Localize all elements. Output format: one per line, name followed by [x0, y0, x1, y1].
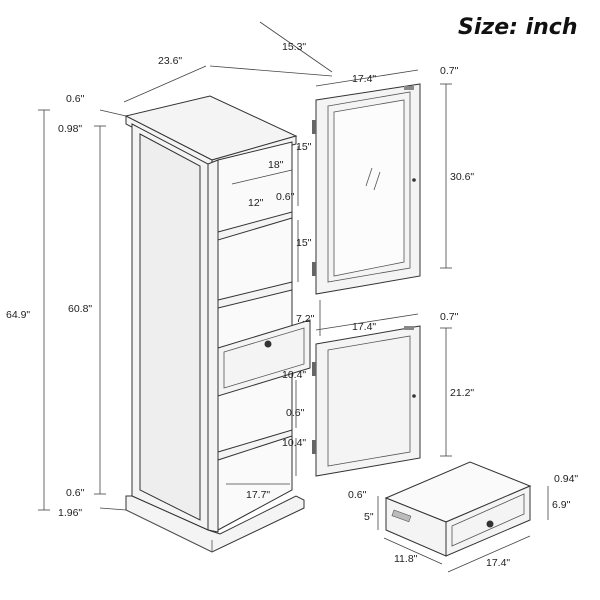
upper-door-glass — [333, 99, 405, 277]
lower-shelf — [217, 429, 293, 461]
drawer-knob-icon — [486, 520, 494, 528]
hinge-icon — [312, 262, 316, 276]
upper-shelf — [217, 211, 293, 241]
upper-spacing-1-label: 15" — [296, 141, 312, 153]
upper-door — [312, 83, 421, 295]
dimension-labels: 23.6" 15.3" 0.6" 0.98" 64.9" 60.8" 0.6" … — [6, 41, 578, 569]
drawer-detail — [384, 461, 532, 557]
top-overhang-label: 0.98" — [58, 123, 82, 135]
lower-door-knob-icon — [412, 394, 416, 398]
shelf-thickness-upper-label: 0.6" — [276, 191, 295, 203]
drawer-front-height-label: 6.9" — [552, 499, 571, 511]
drawer-front-overhang-label: 0.94" — [554, 473, 578, 485]
top-thickness-label: 0.6" — [66, 93, 85, 105]
drawer-front-thickness-label: 0.6" — [348, 489, 367, 501]
size-unit-title: Size: inch — [458, 15, 577, 40]
lower-spacing-2-label: 10.4" — [282, 437, 306, 449]
upper-door-thickness-label: 0.7" — [440, 65, 459, 77]
lower-door-height-label: 21.2" — [450, 387, 474, 399]
drawer-side-height-label: 5" — [364, 511, 374, 523]
hinge-icon — [312, 362, 316, 376]
upper-spacing-2-label: 15" — [296, 237, 312, 249]
middle-shelf — [217, 281, 293, 309]
drawer-front-panel — [445, 485, 531, 557]
inner-width-label: 17.7" — [246, 489, 270, 501]
shelf-gap-upper-label: 12" — [248, 197, 264, 209]
drawer-slide-icon — [391, 509, 412, 523]
hinge-icon — [312, 120, 316, 134]
cabinet-drawer-front — [217, 319, 311, 397]
drawer-gap-label: 7.2" — [296, 313, 315, 325]
drawer-width-label: 17.4" — [486, 557, 510, 569]
cabinet-width-label: 23.6" — [158, 55, 182, 67]
bottom-thickness-label: 0.6" — [66, 487, 85, 499]
drawer-depth-label: 11.8" — [394, 553, 418, 565]
cabinet-depth-label: 15.3" — [282, 41, 306, 53]
upper-door-knob-icon — [412, 178, 416, 182]
lower-spacing-1-label: 10.4" — [282, 369, 306, 381]
shelf-depth-label: 18" — [268, 159, 284, 171]
total-height-label: 64.9" — [6, 309, 30, 321]
hinge-icon — [312, 440, 316, 454]
dimension-lines — [38, 21, 549, 573]
base-height-label: 1.96" — [58, 507, 82, 519]
body-height-label: 60.8" — [68, 303, 92, 315]
lower-door-width-label: 17.4" — [352, 321, 376, 333]
lower-shelf-thickness-label: 0.6" — [286, 407, 305, 419]
lower-door-thickness-label: 0.7" — [440, 311, 459, 323]
drawer-knob-icon — [264, 340, 272, 348]
upper-door-width-label: 17.4" — [352, 73, 376, 85]
lower-door — [312, 325, 421, 477]
upper-door-height-label: 30.6" — [450, 171, 474, 183]
cabinet-body — [124, 95, 311, 553]
